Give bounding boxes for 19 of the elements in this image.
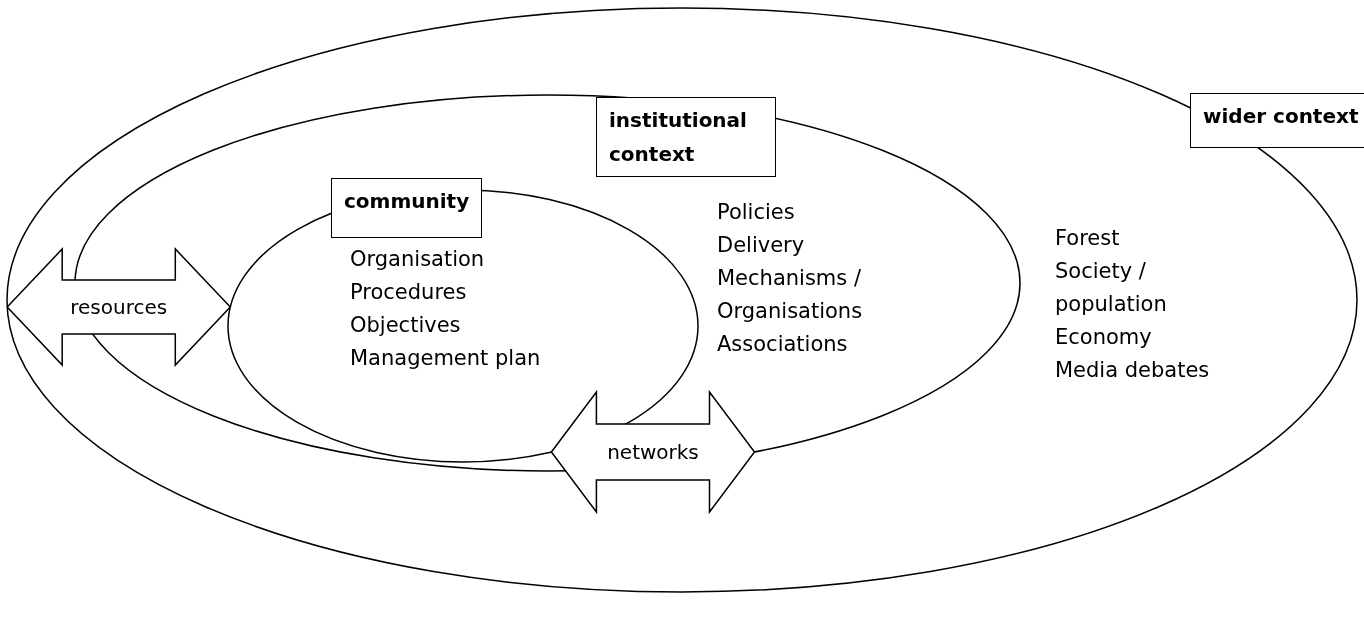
list-item: Forest <box>1055 225 1120 252</box>
heading-box: wider context <box>1190 93 1364 148</box>
edge-label: networks <box>607 440 699 464</box>
list-item: Management plan <box>350 345 541 372</box>
list-item: Procedures <box>350 279 467 306</box>
list-item: Associations <box>717 331 848 358</box>
list-item: Mechanisms / Organisations <box>717 265 864 325</box>
double-block-arrow <box>6 247 232 367</box>
double-block-arrow <box>550 389 756 515</box>
list-item: Society / population <box>1055 258 1168 318</box>
heading-box: community <box>331 178 483 238</box>
list-item: Media debates <box>1055 357 1210 384</box>
heading-box: institutional context <box>596 97 776 177</box>
list-item: Economy <box>1055 324 1152 351</box>
list-item: Organisation <box>350 246 485 273</box>
list-item: Delivery <box>717 232 805 259</box>
edge-label: resources <box>70 295 168 319</box>
list-item: Objectives <box>350 312 461 339</box>
list-item: Policies <box>717 199 795 226</box>
